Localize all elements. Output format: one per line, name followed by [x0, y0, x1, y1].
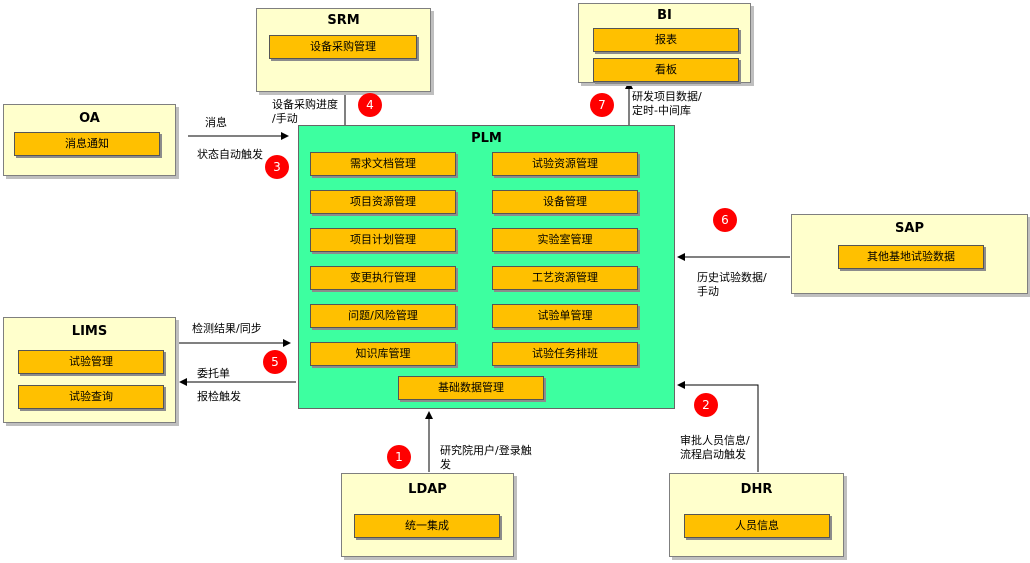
bi-title: BI — [657, 8, 672, 23]
ldap-title: LDAP — [408, 482, 447, 497]
plm-module-change-execution: 变更执行管理 — [310, 266, 456, 290]
plm-module-equipment: 设备管理 — [492, 190, 638, 214]
flow-5-label-top: 检测结果/同步 — [192, 322, 262, 335]
plm-system-box: PLM 需求文档管理 项目资源管理 项目计划管理 变更执行管理 问题/风险管理 … — [298, 125, 675, 409]
flow-5-label-bottom: 报检触发 — [197, 390, 241, 403]
flow-1-label-line1: 研究院用户/登录触 — [440, 444, 532, 457]
lims-title: LIMS — [71, 324, 108, 339]
bi-module-dashboard: 看板 — [593, 58, 739, 82]
plm-module-issue-risk: 问题/风险管理 — [310, 304, 456, 328]
dhr-title: DHR — [740, 482, 773, 497]
flow-6-badge: 6 — [713, 208, 737, 232]
flow-1-badge: 1 — [387, 445, 411, 469]
flow-1-label-line2: 发 — [440, 458, 451, 471]
flow-3-label-bottom: 状态自动触发 — [197, 148, 263, 161]
sap-system-box: SAP 其他基地试验数据 — [791, 214, 1028, 294]
srm-title: SRM — [327, 13, 360, 28]
flow-5-badge: 5 — [263, 350, 287, 374]
plm-title: PLM — [471, 131, 502, 146]
srm-system-box: SRM 设备采购管理 — [256, 8, 431, 92]
flow-2-label-line1: 审批人员信息/ — [680, 434, 750, 447]
oa-system-box: OA 消息通知 — [3, 104, 176, 176]
flow-3-label-top: 消息 — [205, 116, 227, 129]
ldap-system-box: LDAP 统一集成 — [341, 473, 514, 557]
dhr-system-box: DHR 人员信息 — [669, 473, 844, 557]
flow-3-badge: 3 — [265, 155, 289, 179]
bi-system-box: BI 报表 看板 — [578, 3, 751, 83]
lims-module-test-query: 试验查询 — [18, 385, 164, 409]
lims-module-test-management: 试验管理 — [18, 350, 164, 374]
flow-4-label-line2: /手动 — [272, 112, 298, 125]
dhr-module-personnel-info: 人员信息 — [684, 514, 830, 538]
flow-7-label-line2: 定时-中间库 — [632, 104, 691, 117]
srm-module-equipment-procurement: 设备采购管理 — [269, 35, 417, 59]
flow-4-label-line1: 设备采购进度 — [272, 98, 338, 111]
plm-module-project-plan: 项目计划管理 — [310, 228, 456, 252]
plm-module-base-data: 基础数据管理 — [398, 376, 544, 400]
plm-module-laboratory: 实验室管理 — [492, 228, 638, 252]
flow-5-label-mid: 委托单 — [197, 367, 230, 380]
sap-module-other-base-test-data: 其他基地试验数据 — [838, 245, 984, 269]
flow-7-label-line1: 研发项目数据/ — [632, 90, 702, 103]
plm-module-process-resources: 工艺资源管理 — [492, 266, 638, 290]
sap-title: SAP — [895, 221, 924, 236]
oa-module-message-notification: 消息通知 — [14, 132, 160, 156]
plm-module-project-resources: 项目资源管理 — [310, 190, 456, 214]
flow-6-label-line1: 历史试验数据/ — [697, 271, 767, 284]
plm-module-requirement-docs: 需求文档管理 — [310, 152, 456, 176]
plm-module-test-resources: 试验资源管理 — [492, 152, 638, 176]
plm-module-test-task-scheduling: 试验任务排班 — [492, 342, 638, 366]
flow-4-badge: 4 — [358, 93, 382, 117]
bi-module-reports: 报表 — [593, 28, 739, 52]
lims-system-box: LIMS 试验管理 试验查询 — [3, 317, 176, 423]
ldap-module-unified-integration: 统一集成 — [354, 514, 500, 538]
flow-7-badge: 7 — [590, 93, 614, 117]
plm-module-test-order: 试验单管理 — [492, 304, 638, 328]
oa-title: OA — [79, 111, 100, 126]
flow-2-badge: 2 — [694, 393, 718, 417]
flow-2-label-line2: 流程启动触发 — [680, 448, 746, 461]
plm-module-knowledge-base: 知识库管理 — [310, 342, 456, 366]
flow-6-label-line2: 手动 — [697, 285, 719, 298]
